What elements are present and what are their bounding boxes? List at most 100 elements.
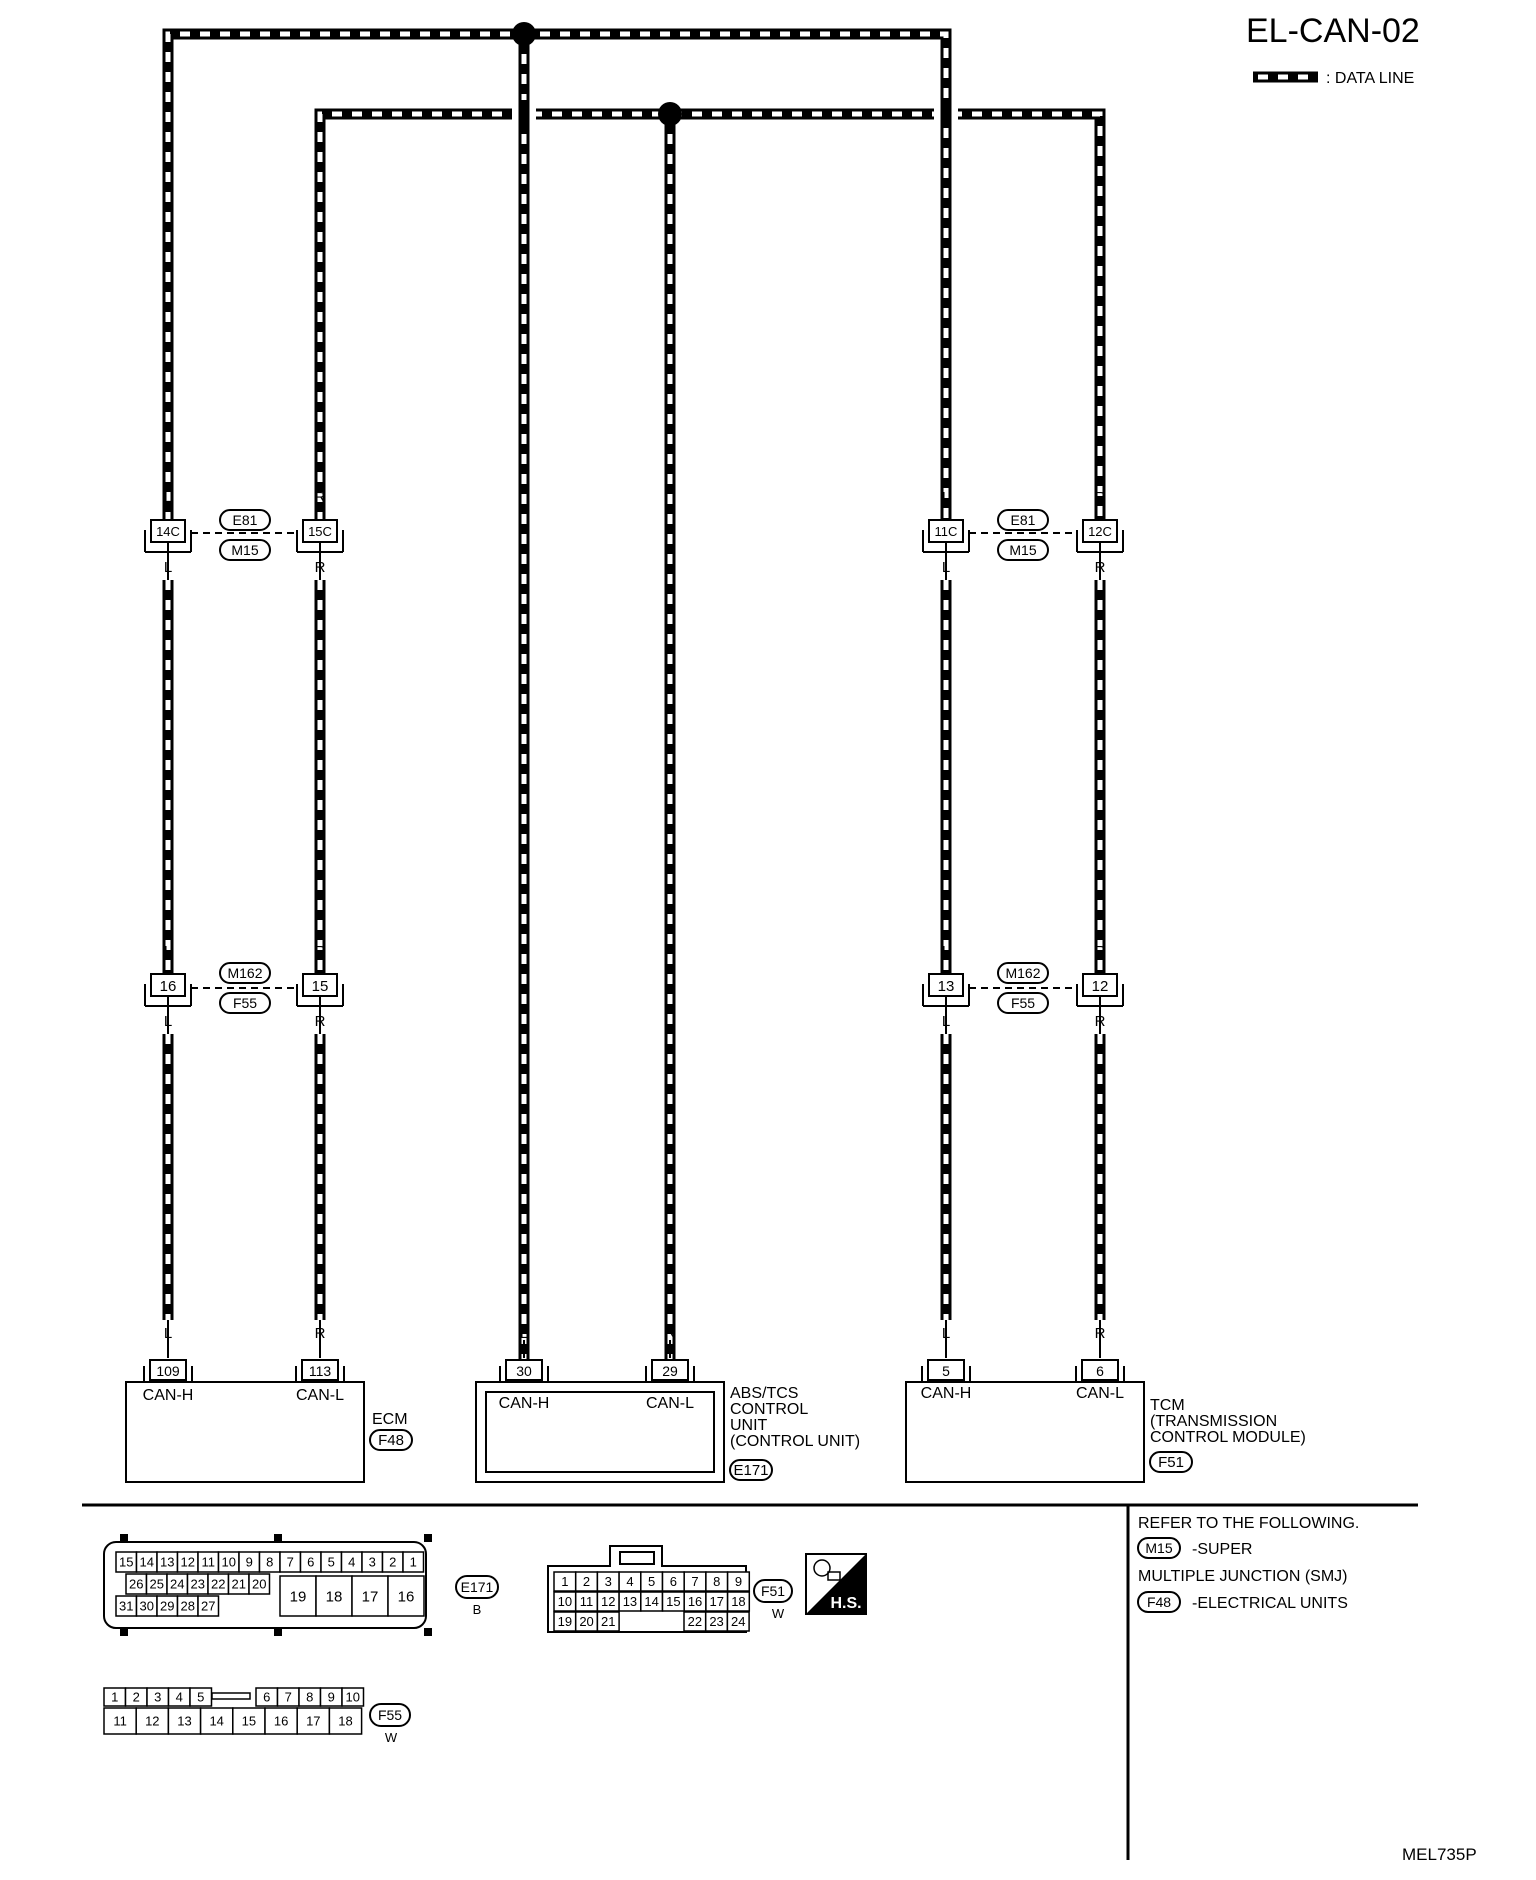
- unit-name: TCM: [1150, 1397, 1185, 1414]
- pin-number: 6: [307, 1555, 314, 1570]
- wire-color-label: R: [315, 943, 326, 960]
- pin-number: 21: [601, 1614, 615, 1629]
- pin-number: 13: [623, 1594, 637, 1609]
- pin-number: 11: [202, 1555, 216, 1570]
- pin-number: 19: [558, 1614, 572, 1629]
- wire-color-label: L: [164, 489, 172, 506]
- terminal-number: 11C: [935, 524, 958, 539]
- pin-number: 15: [119, 1555, 133, 1570]
- splice-dot: [512, 22, 536, 46]
- pin-number: 28: [181, 1599, 195, 1614]
- connector-id: F55: [378, 1707, 402, 1723]
- wire-color-label: L: [942, 489, 950, 506]
- pin-number: 6: [263, 1690, 270, 1705]
- pin-number: 22: [211, 1577, 225, 1592]
- pin-number: 4: [176, 1690, 183, 1705]
- page-code: EL-CAN-02: [1246, 12, 1420, 50]
- harness-side-icon: [805, 1553, 867, 1615]
- wire-color-label: L: [942, 943, 950, 960]
- connector-id: E81: [233, 512, 258, 528]
- pin-cavity: [596, 1611, 620, 1632]
- wire-color-label: R: [315, 1013, 326, 1030]
- pin-number: 27: [201, 1599, 215, 1614]
- pin-number: 1: [111, 1690, 118, 1705]
- pin-cavity: [296, 1707, 331, 1735]
- unit-name: ECM: [372, 1411, 408, 1428]
- pin-number: 14: [140, 1555, 154, 1570]
- pin-number: 24: [170, 1577, 184, 1592]
- pin-number: 11: [113, 1714, 127, 1729]
- pin-number: 10: [558, 1594, 572, 1609]
- pin-number: 15: [666, 1594, 680, 1609]
- pin-number: 22: [688, 1614, 702, 1629]
- refer-text: -SUPER: [1192, 1541, 1252, 1558]
- pin-number: 19: [290, 1588, 307, 1605]
- pin-number: 4: [626, 1574, 633, 1589]
- pin-number: 8: [713, 1574, 720, 1589]
- connector-id: F51: [761, 1583, 785, 1599]
- refer-connector-badge: [1137, 1537, 1181, 1559]
- mid-junction-left: [144, 962, 344, 1034]
- terminal-number: 29: [662, 1363, 678, 1379]
- unit-name: UNIT: [730, 1417, 768, 1434]
- pin-cavity: [248, 1573, 271, 1595]
- pin-number: 20: [252, 1577, 266, 1592]
- terminal-number: 5: [942, 1363, 950, 1379]
- pin-number: 16: [274, 1714, 288, 1729]
- wire-color-label: L: [164, 943, 172, 960]
- pin-number: 12: [601, 1594, 615, 1609]
- wire-color-label: L: [942, 1013, 950, 1030]
- legend-label: : DATA LINE: [1326, 70, 1414, 87]
- connector-id: E171: [461, 1579, 494, 1595]
- wire-color-label: L: [520, 1325, 528, 1342]
- pin-number: 7: [691, 1574, 698, 1589]
- terminal-number: 12: [1092, 978, 1109, 995]
- pin-number: 14: [644, 1594, 658, 1609]
- pin-number: 10: [222, 1555, 236, 1570]
- splice-dot: [658, 102, 682, 126]
- terminal-number: 14C: [156, 524, 180, 539]
- refer-connector-badge: [1137, 1591, 1181, 1613]
- pin-cavity: [341, 1687, 365, 1707]
- connector-color: B: [473, 1602, 482, 1617]
- pin-number: 2: [133, 1690, 140, 1705]
- figure-code: MEL735P: [1402, 1845, 1477, 1864]
- connector-color: W: [385, 1730, 398, 1745]
- pin-number: 15: [242, 1714, 256, 1729]
- pin-number: 18: [338, 1714, 352, 1729]
- wire-color-label: L: [164, 1013, 172, 1030]
- terminal-number: 30: [516, 1363, 532, 1379]
- connector-id: F48: [1147, 1594, 1171, 1610]
- pin-cavity: [351, 1575, 389, 1617]
- pin-number: 25: [150, 1577, 164, 1592]
- pin-number: 23: [191, 1577, 205, 1592]
- unit-name: ABS/TCS: [730, 1385, 798, 1402]
- pin-number: 3: [154, 1690, 161, 1705]
- terminal-number: 109: [156, 1363, 180, 1379]
- unit-name: CONTROL: [730, 1401, 808, 1418]
- pin-number: 31: [119, 1599, 133, 1614]
- pin-number: 7: [287, 1555, 294, 1570]
- ecm-unit: [125, 1320, 413, 1483]
- pin-number: 10: [346, 1690, 360, 1705]
- wire-color-label: R: [315, 489, 326, 506]
- pin-number: 29: [160, 1599, 174, 1614]
- pin-cavity: [402, 1551, 425, 1573]
- terminal-number: 15: [312, 978, 329, 995]
- pin-label-can-h: CAN-H: [921, 1385, 972, 1402]
- pin-label-can-h: CAN-H: [143, 1387, 194, 1404]
- connector-id: E171: [733, 1462, 768, 1479]
- refer-text: -ELECTRICAL UNITS: [1192, 1595, 1348, 1612]
- wire-color-label: R: [665, 1325, 676, 1342]
- smj-junction-left: [144, 509, 344, 580]
- connector-id: M15: [1009, 542, 1036, 558]
- pin-number: 20: [579, 1614, 593, 1629]
- pin-number: 6: [670, 1574, 677, 1589]
- connector-id: F51: [1158, 1454, 1184, 1471]
- pin-label-can-h: CAN-H: [499, 1395, 550, 1412]
- pin-number: 2: [389, 1555, 396, 1570]
- unit-name: (TRANSMISSION: [1150, 1413, 1277, 1430]
